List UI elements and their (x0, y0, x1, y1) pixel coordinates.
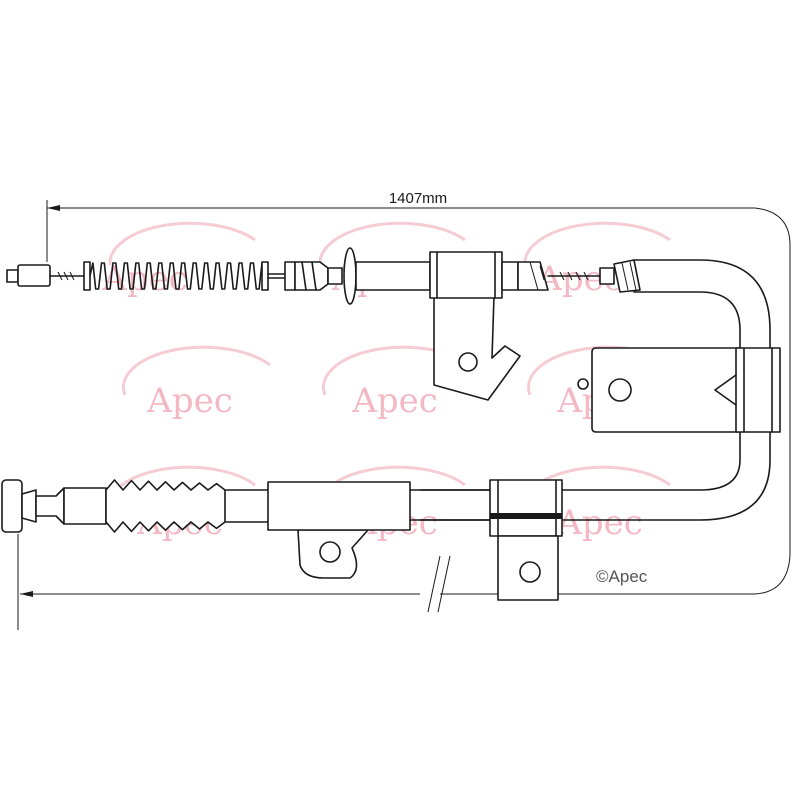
bolt-hole-rim (577, 378, 589, 390)
return-spring (83, 261, 269, 291)
mounting-bracket-side (577, 347, 781, 433)
cable-end-ferrule (17, 264, 51, 287)
dimension-label: 1407mm (389, 190, 447, 207)
dust-boot (63, 479, 226, 533)
upper-cable (6, 247, 641, 401)
bolt-hole (608, 378, 632, 402)
svg-text:Apec: Apec (556, 503, 642, 543)
bolt-hole (458, 352, 478, 372)
svg-text:Apec: Apec (351, 381, 437, 421)
svg-text:Apec: Apec (146, 381, 232, 421)
bolt-hole (519, 561, 541, 583)
mounting-bracket-upper (429, 251, 521, 401)
cable-end-cap (1, 479, 23, 533)
clip-connector (284, 261, 343, 291)
watermark: Apec (121, 345, 271, 421)
mounting-bracket-lower (267, 481, 411, 579)
dimension-line: 1407mm (17, 190, 791, 630)
copyright-label: ©Apec (596, 567, 648, 586)
bolt-hole (319, 541, 341, 563)
watermark: Apec (101, 221, 256, 299)
cable-conduit-bend (419, 259, 781, 521)
grommet-lower (489, 479, 563, 601)
grommet-flange (343, 247, 357, 305)
lower-cable (1, 479, 563, 601)
cable-end-nipple (6, 269, 19, 283)
